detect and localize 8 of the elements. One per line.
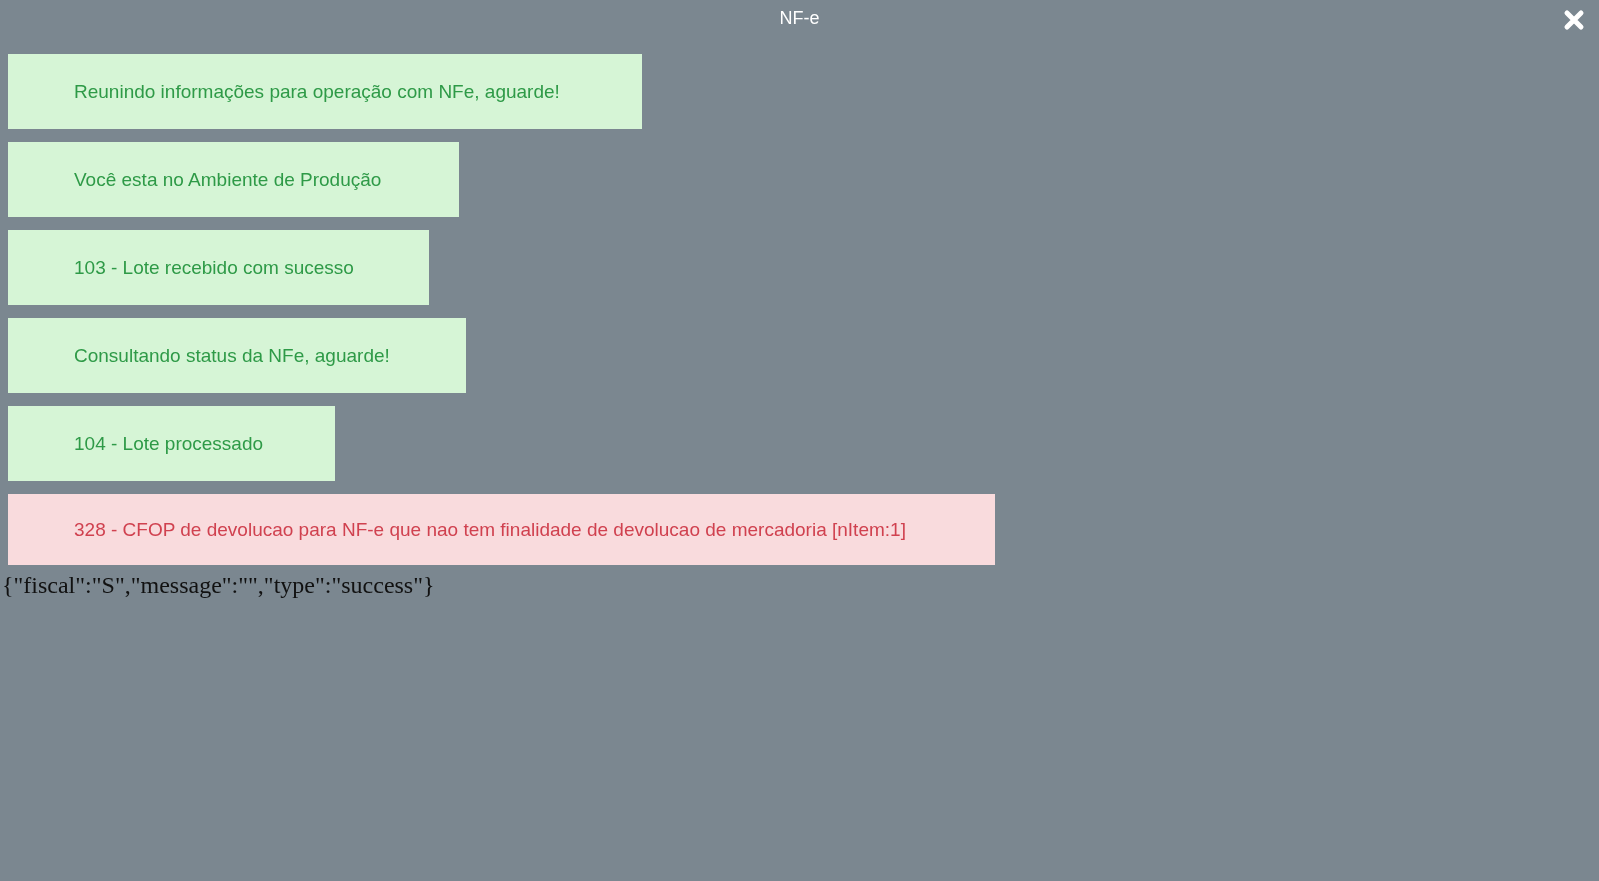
success-alert: 104 - Lote processado <box>8 406 335 481</box>
success-alert: 103 - Lote recebido com sucesso <box>8 230 429 305</box>
success-alert: Reunindo informações para operação com NFe, aguarde! <box>8 54 642 129</box>
success-alert: Consultando status da NFe, aguarde! <box>8 318 466 393</box>
success-alert: Você esta no Ambiente de Produção <box>8 142 459 217</box>
dialog-title: NF-e <box>779 8 820 28</box>
error-alert: 328 - CFOP de devolucao para NF-e que nao tem finalidade de devolucao de mercadoria [nItem:1] <box>8 494 995 565</box>
response-text: {"fiscal":"S","message":"","type":"success"} <box>2 572 435 599</box>
